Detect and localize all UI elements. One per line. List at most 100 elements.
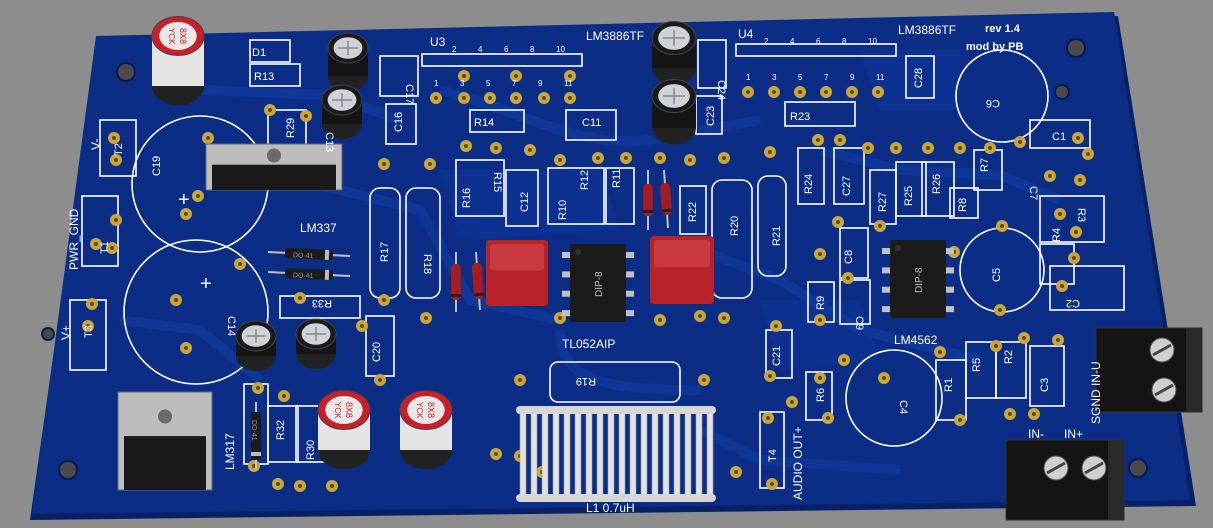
pin-number: 5	[486, 79, 491, 88]
ref-r32: R32	[275, 420, 287, 440]
pad-hole	[206, 136, 210, 140]
diode-left-1	[451, 252, 461, 312]
ref-r24: R24	[803, 174, 815, 194]
ref-r5: R5	[971, 358, 983, 372]
pad-hole	[698, 314, 702, 318]
ref-c7: C7	[1027, 186, 1039, 200]
ref-r26: R26	[931, 174, 943, 194]
pad-hole	[790, 400, 794, 404]
pin-number: 5	[798, 73, 803, 82]
pin-number: 8	[842, 37, 847, 46]
ref-r18: R18	[421, 254, 433, 274]
cap-marking: 8X8	[344, 402, 354, 418]
pad-hole	[382, 298, 386, 302]
pin-number: 11	[876, 73, 885, 82]
pad-hole	[866, 146, 870, 150]
ref-t1: T1	[99, 241, 111, 254]
sgnd-in-label: SGND IN-U	[1089, 361, 1103, 424]
pad-hole	[1058, 212, 1062, 216]
film-cap-right	[650, 236, 714, 304]
ref-r16: R16	[461, 188, 473, 208]
pin-number: 6	[816, 37, 821, 46]
pad-hole	[772, 90, 776, 94]
pad-hole	[528, 148, 532, 152]
pad-hole	[1022, 336, 1026, 340]
silkscreen-outlines	[69, 39, 1125, 489]
cap-brand: YCK	[333, 402, 342, 419]
pad-hole	[330, 484, 334, 488]
ref-r11: R11	[611, 169, 623, 188]
pin-number: 3	[460, 79, 465, 88]
pad-hole	[894, 146, 898, 150]
ref-r15: R15	[491, 172, 503, 192]
diode-pkg-label: DO-41	[250, 420, 257, 441]
pad-hole	[816, 138, 820, 142]
ref-c21: C21	[771, 346, 783, 366]
pad-hole	[282, 394, 286, 398]
pin-number: 11	[564, 79, 573, 88]
pin-number: 8	[530, 45, 535, 54]
pin-number: 1	[434, 79, 439, 88]
pwr-gnd-label: PWR_GND	[67, 208, 81, 270]
ref-c9: C9	[853, 316, 865, 330]
solder-pads	[82, 70, 1094, 492]
u3-label: U3	[430, 35, 446, 49]
pad-hole	[462, 96, 466, 100]
pad-hole	[256, 386, 260, 390]
v-minus-label: V-	[89, 139, 103, 150]
diode-do41-c: DO-41	[250, 402, 261, 470]
pad-hole	[568, 96, 572, 100]
lm337-label: LM337	[300, 221, 337, 235]
pad-hole	[938, 350, 942, 354]
pin-number: 7	[512, 79, 517, 88]
pad-hole	[1060, 284, 1064, 288]
ref-r12: R12	[579, 170, 591, 190]
pad-hole	[770, 482, 774, 486]
pad-hole	[424, 316, 428, 320]
pad-hole	[818, 318, 822, 322]
lm317-label: LM317	[223, 433, 237, 470]
ref-r1: R1	[943, 378, 955, 392]
diode-pkg-label: DO-41	[293, 252, 314, 260]
pad-hole	[1008, 412, 1012, 416]
pad-hole	[558, 158, 562, 162]
diode-right-1	[643, 170, 653, 230]
inductor-label: L1 0.7uH	[586, 501, 635, 515]
pad-hole	[90, 302, 94, 306]
ref-r7: R7	[979, 158, 991, 172]
ref-c14: C14	[225, 316, 237, 336]
ref-t3: T3	[83, 325, 95, 338]
ref-c28: C28	[913, 68, 925, 88]
pad-hole	[518, 378, 522, 382]
pad-hole	[818, 252, 822, 256]
pad-hole	[658, 318, 662, 322]
ref-r27: R27	[877, 192, 889, 212]
pad-hole	[378, 378, 382, 382]
diode-do41-b: DO-41	[267, 267, 351, 280]
cap-c13b	[321, 84, 363, 139]
pad-hole	[798, 90, 802, 94]
pad-hole	[268, 108, 272, 112]
pad-hole	[360, 324, 364, 328]
ref-r2: R2	[1003, 350, 1015, 364]
u4-label: U4	[738, 27, 754, 41]
ref-r29: R29	[285, 118, 297, 138]
ref-c24: C24	[715, 80, 727, 100]
pad-hole	[702, 378, 706, 382]
cap-c24	[651, 21, 697, 85]
pad-hole	[746, 90, 750, 94]
pad-hole	[876, 90, 880, 94]
ref-c17: C17	[403, 84, 415, 104]
in-plus-label: IN+	[1064, 427, 1083, 441]
lm337-regulator	[205, 143, 343, 191]
pin-number: 2	[764, 37, 769, 46]
pad-hole	[624, 156, 628, 160]
pad-hole	[1072, 256, 1076, 260]
pad-hole	[1032, 412, 1036, 416]
ref-d1: D1	[252, 47, 266, 59]
terminal-in-pair	[1005, 439, 1125, 521]
